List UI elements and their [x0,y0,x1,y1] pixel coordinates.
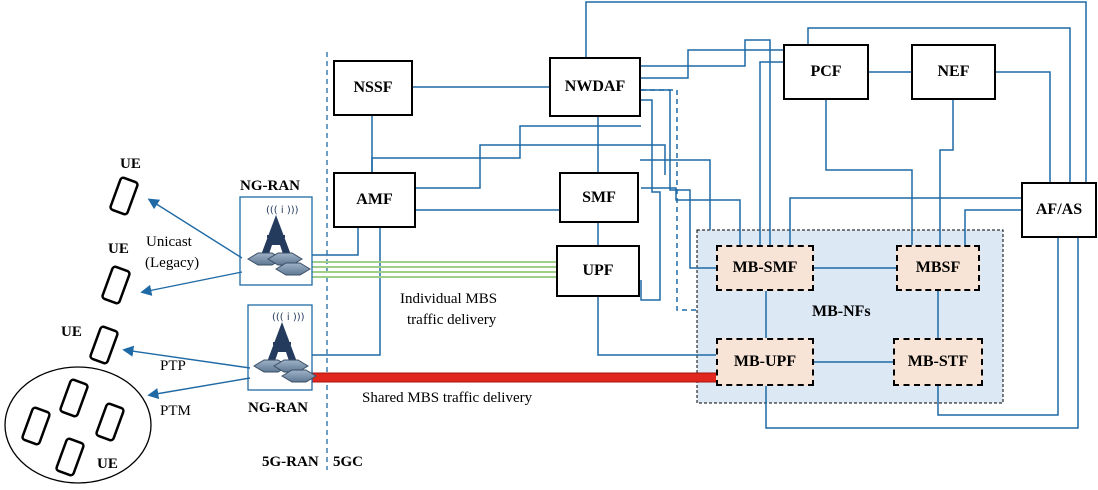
phone-icon [109,176,139,216]
upf-box: UPF [556,245,640,297]
ptp-label: PTP [160,358,186,374]
nssf-box: NSSF [333,60,413,116]
5gc-label: 5GC [333,454,363,470]
mb-smf-box: MB-SMF [716,245,814,291]
nef-box: NEF [911,44,996,100]
mb-nfs-label: MB-NFs [812,303,871,320]
ptm-group [4,366,152,484]
phone-icon [89,325,119,365]
phone-icon [59,378,89,418]
unicast-label: Unicast [146,234,192,250]
ue-label-3: UE [61,324,82,340]
ng-ran-bottom-box [247,304,313,391]
hex-cells-top [247,252,311,276]
mb-stf-box: MB-STF [893,338,983,386]
legacy-label: (Legacy) [145,255,200,271]
phone-icon [21,406,51,446]
ng-ran-bottom-label: NG-RAN [248,400,308,416]
ng-ran-top-label: NG-RAN [240,178,300,194]
nwdaf-box: NWDAF [549,57,641,117]
individual-delivery-path [312,261,556,278]
shared-delivery-label: Shared MBS traffic delivery [362,390,533,406]
hex-cells-bottom [253,359,317,383]
pcf-box: PCF [783,44,869,100]
svg-text:((( i ))): ((( i ))) [272,312,305,323]
individual-delivery-label-1: Individual MBS [400,291,498,307]
svg-text:((( i ))): ((( i ))) [266,205,299,216]
phone-icon [101,265,131,305]
delivery-arrows [122,198,251,400]
af-as-box: AF/AS [1021,182,1097,238]
ng-ran-top-box [239,196,313,286]
ue-label-1: UE [120,156,141,172]
amf-box: AMF [333,172,416,228]
5g-ran-label: 5G-RAN [262,454,319,470]
mbsf-box: MBSF [896,245,980,291]
nwdaf-mb-dashed-link [641,89,697,311]
interface-lines [312,1,1087,429]
ue-label-4: UE [97,456,118,472]
ue-label-2: UE [108,241,129,257]
individual-delivery-label-2: traffic delivery [407,312,497,328]
shared-delivery-path [311,372,718,383]
phone-icon [55,437,85,477]
mb-upf-box: MB-UPF [716,338,814,386]
ptm-label: PTM [160,403,191,419]
tower-icon: ((( i ))) [258,205,299,263]
smf-box: SMF [559,172,639,223]
phone-icon [95,402,125,442]
tower-icon: ((( i ))) [264,312,305,370]
